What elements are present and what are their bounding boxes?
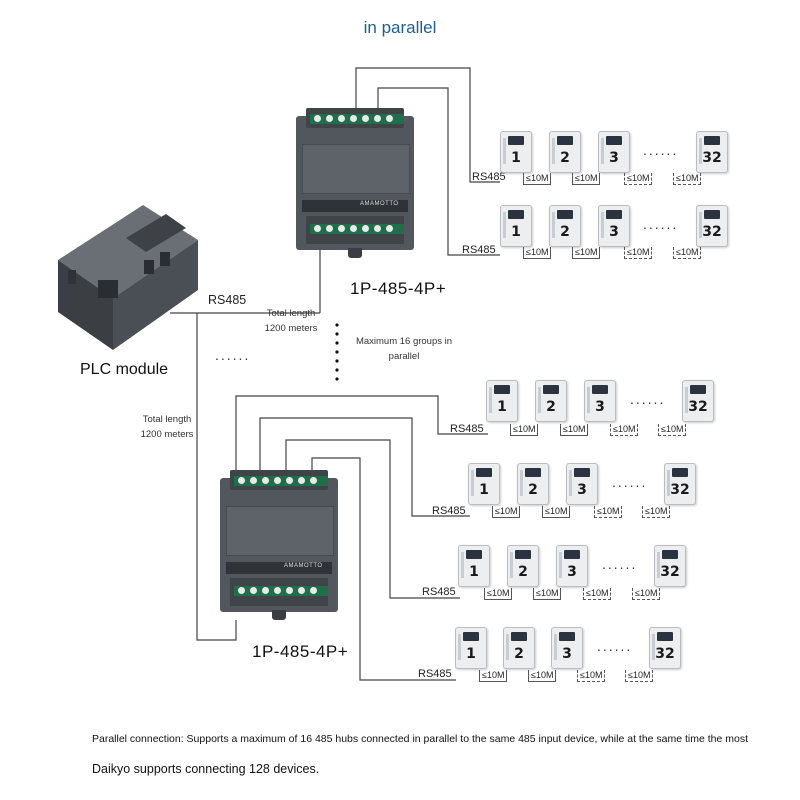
plc-icon [58,205,198,350]
distance-label: ≤10M [528,670,557,682]
distance-label: ≤10M [624,173,653,185]
distance-label: ≤10M [484,588,513,600]
hub-module-2: AMAMOTTO [214,470,346,620]
meter-device: 2 [535,380,567,422]
distance-label: ≤10M [523,173,552,185]
plc-module-label: PLC module [80,361,169,378]
length-annotation-top: Total length 1200 meters [264,308,318,334]
meter-device: 1 [486,380,518,422]
distance-label: ≤10M [523,247,552,259]
meter-device: 32 [696,131,728,173]
device-ellipsis: ...... [597,638,633,654]
device-ellipsis: ...... [643,142,679,158]
plc-ellipsis: ...... [215,347,251,363]
meter-device: 1 [468,463,500,505]
length-annotation-left: Total length 1200 meters [140,414,194,440]
distance-label: ≤10M [510,424,539,436]
device-ellipsis: ...... [602,556,638,572]
distance-label: ≤10M [479,670,508,682]
meter-device: 1 [500,131,532,173]
hub-1-brand: AMAMOTTO [360,201,399,207]
distance-label: ≤10M [533,588,562,600]
branch-rs485-label: RS485 [472,171,506,183]
distance-label: ≤10M [577,670,606,682]
distance-label: ≤10M [658,424,687,436]
plc-module-image [48,200,218,350]
meter-device: 1 [458,545,490,587]
distance-label: ≤10M [610,424,639,436]
distance-label: ≤10M [594,506,623,518]
distance-label: ≤10M [642,506,671,518]
hub-module-1: AMAMOTTO [290,108,422,258]
meter-device: 32 [682,380,714,422]
branch-rs485-label: RS485 [462,244,496,256]
distance-label: ≤10M [583,588,612,600]
distance-label: ≤10M [632,588,661,600]
hub-2-label: 1P-485-4P+ [252,642,349,661]
device-ellipsis: ...... [612,474,648,490]
branch-rs485-label: RS485 [450,423,484,435]
distance-label: ≤10M [572,247,601,259]
footer-note-line2: Daikyo supports connecting 128 devices. [92,762,320,776]
meter-device: 2 [503,627,535,669]
meter-device: 1 [500,205,532,247]
max-groups-annotation: Maximum 16 groups in parallel [355,336,453,362]
meter-device: 3 [551,627,583,669]
meter-device: 2 [517,463,549,505]
meter-device: 1 [455,627,487,669]
device-ellipsis: ...... [643,216,679,232]
footer-note-line1: Parallel connection: Supports a maximum … [92,733,749,745]
branch-rs485-label: RS485 [432,505,466,517]
branch-rs485-label: RS485 [418,668,452,680]
meter-device: 3 [566,463,598,505]
distance-label: ≤10M [624,247,653,259]
meter-device: 3 [584,380,616,422]
meter-device: 32 [696,205,728,247]
hub-2-brand: AMAMOTTO [284,563,323,569]
meter-device: 32 [649,627,681,669]
distance-label: ≤10M [572,173,601,185]
meter-device: 2 [549,131,581,173]
plc-rs485-label: RS485 [208,293,247,307]
meter-device: 2 [549,205,581,247]
meter-device: 3 [556,545,588,587]
distance-label: ≤10M [542,506,571,518]
diagram-title: in parallel [363,18,437,37]
meter-device: 2 [507,545,539,587]
branch-rs485-label: RS485 [422,586,456,598]
distance-label: ≤10M [673,247,702,259]
meter-device: 3 [598,205,630,247]
meter-device: 32 [654,545,686,587]
distance-label: ≤10M [625,670,654,682]
distance-label: ≤10M [492,506,521,518]
meter-device: 32 [664,463,696,505]
meter-device: 3 [598,131,630,173]
distance-label: ≤10M [560,424,589,436]
device-ellipsis: ...... [630,391,666,407]
hub-1-label: 1P-485-4P+ [350,279,447,298]
distance-label: ≤10M [673,173,702,185]
